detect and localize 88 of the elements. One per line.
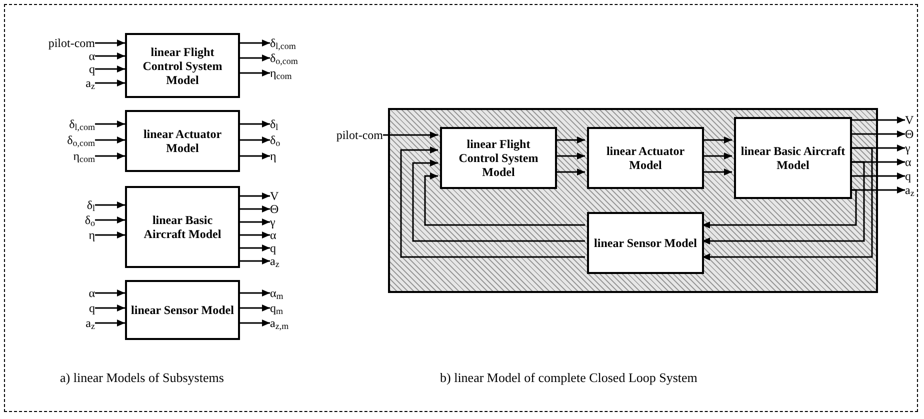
signal-label: q — [10, 62, 95, 76]
signal-label: α$_{m}$ — [270, 286, 330, 300]
signal-arrow — [95, 66, 125, 72]
signal-label: a$_{z}$ — [905, 183, 923, 197]
signal-arrow — [702, 152, 732, 160]
signal-label: γ — [270, 215, 330, 229]
signal-label: q — [10, 301, 95, 315]
signal-label: α — [10, 286, 95, 300]
signal-arrow — [95, 136, 125, 144]
signal-label: Θ — [270, 202, 330, 216]
signal-label: q — [270, 241, 330, 255]
signal-label: δ$_{l}$ — [270, 117, 330, 131]
signal-arrow — [702, 168, 732, 176]
signal-label: a$_{z}$ — [270, 254, 330, 268]
signal-arrow — [240, 218, 270, 226]
signal-arrow — [240, 40, 270, 46]
signal-label: a$_{z}$ — [10, 316, 95, 330]
signal-arrow — [95, 120, 125, 128]
signal-arrow — [240, 244, 270, 252]
signal-label: a$_{z,m}$ — [270, 316, 330, 330]
signal-arrow — [95, 80, 125, 86]
signal-arrow — [95, 52, 125, 60]
signal-arrow — [95, 304, 125, 312]
signal-arrow — [850, 130, 905, 138]
signal-arrow — [850, 172, 905, 180]
signal-arrow — [240, 258, 270, 264]
model-block: linear Basic Aircraft Model — [125, 186, 240, 268]
signal-arrow — [95, 40, 125, 46]
signal-label: η — [270, 149, 330, 163]
caption: a) linear Models of Subsystems — [60, 369, 224, 387]
signal-label: δ$_{l,com}$ — [10, 117, 95, 131]
signal-label: α — [270, 228, 330, 242]
signal-arrow — [240, 136, 270, 144]
signal-arrow — [240, 320, 270, 326]
signal-arrow — [95, 290, 125, 296]
signal-arrow — [240, 54, 270, 62]
signal-arrow — [95, 232, 125, 238]
model-block: linear Flight Control System Model — [440, 127, 557, 189]
signal-arrow — [555, 152, 585, 160]
signal-label: q — [905, 169, 923, 183]
signal-arrow — [850, 116, 905, 124]
signal-arrow — [702, 161, 865, 244]
model-block: linear Flight Control System Model — [125, 33, 240, 98]
signal-arrow — [400, 146, 585, 258]
model-block: linear Sensor Model — [125, 280, 240, 340]
model-block: linear Actuator Model — [125, 110, 240, 172]
model-block: linear Basic Aircraft Model — [734, 117, 852, 199]
signal-label: α — [10, 49, 95, 63]
signal-arrow — [555, 168, 585, 176]
signal-arrow — [95, 202, 125, 208]
signal-arrow — [240, 120, 270, 128]
signal-label: η$_{com}$ — [10, 149, 95, 163]
signal-label: γ — [905, 141, 923, 155]
signal-arrow — [95, 216, 125, 224]
signal-arrow — [702, 147, 873, 260]
signal-arrow — [240, 206, 270, 212]
signal-label: δ$_{o,com}$ — [10, 133, 95, 147]
signal-arrow — [555, 136, 585, 144]
signal-label: η$_{com}$ — [270, 66, 330, 80]
signal-label: q$_{m}$ — [270, 301, 330, 315]
signal-arrow — [240, 232, 270, 238]
caption: b) linear Model of complete Closed Loop System — [440, 369, 698, 387]
signal-label: Θ — [905, 127, 923, 141]
hatched-system-frame — [388, 108, 878, 293]
signal-arrow — [240, 192, 270, 200]
signal-arrow — [412, 160, 585, 242]
signal-arrow — [240, 152, 270, 160]
signal-arrow — [383, 132, 438, 138]
signal-arrow — [240, 70, 270, 76]
signal-label: δ$_{l,com}$ — [270, 36, 330, 50]
signal-arrow — [702, 136, 732, 144]
signal-label: α — [905, 155, 923, 169]
signal-arrow — [95, 152, 125, 160]
signal-label: δ$_{o}$ — [10, 213, 95, 227]
signal-label: pilot-com — [10, 36, 95, 50]
model-block: linear Actuator Model — [587, 127, 704, 189]
signal-label: V — [270, 189, 330, 203]
signal-arrow — [240, 290, 270, 296]
signal-arrow — [240, 304, 270, 312]
signal-label: η — [10, 228, 95, 242]
signal-label: δ$_{o,com}$ — [270, 51, 330, 65]
signal-arrow — [95, 320, 125, 326]
signal-label: δ$_{l}$ — [10, 198, 95, 212]
model-block: linear Sensor Model — [587, 212, 704, 274]
signal-label: a$_{z}$ — [10, 76, 95, 90]
signal-arrow — [702, 189, 857, 228]
signal-label: V — [905, 113, 923, 127]
signal-arrow — [424, 172, 585, 226]
